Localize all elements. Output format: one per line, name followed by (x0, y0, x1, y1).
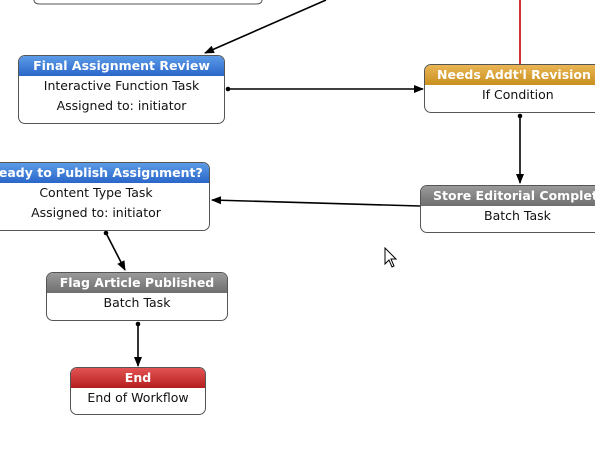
edge-dot (517, 113, 523, 119)
node-task-type: Batch Task (103, 295, 171, 310)
node-title: Store Editorial Complete (421, 186, 595, 206)
edge-store-editorial-to-ready-publish (211, 196, 421, 207)
node-end[interactable]: End End of Workflow (70, 367, 206, 415)
node-assignee: Assigned to: initiator (56, 98, 187, 113)
edge-dot (103, 230, 109, 236)
node-ready-to-publish[interactable]: Ready to Publish Assignment? Content Typ… (0, 162, 210, 231)
node-store-editorial-complete[interactable]: Store Editorial Complete Batch Task (420, 185, 595, 233)
node-task-type: Batch Task (484, 208, 551, 223)
node-task-type: Content Type Task (39, 185, 153, 200)
node-title: End (71, 368, 205, 388)
node-final-assignment-review[interactable]: Final Assignment Review Interactive Func… (18, 55, 225, 124)
node-task-type: End of Workflow (87, 390, 189, 405)
node-task-type: Interactive Function Task (43, 78, 200, 93)
node-title: Needs Addt'l Revision (425, 65, 595, 85)
edge-top-to-final-review (204, 0, 327, 54)
node-title: Final Assignment Review (19, 56, 224, 76)
mouse-pointer-icon (384, 247, 398, 268)
edge-dot (135, 321, 141, 327)
edge-ready-publish-to-flag-published (105, 232, 126, 271)
node-assignee: Assigned to: initiator (31, 205, 161, 220)
node-needs-revision[interactable]: Needs Addt'l Revision If Condition (424, 64, 595, 113)
node-title: Flag Article Published (47, 273, 227, 293)
node-title: Ready to Publish Assignment? (0, 163, 209, 183)
partial-node-top (33, 0, 263, 5)
node-flag-article-published[interactable]: Flag Article Published Batch Task (46, 272, 228, 321)
edge-dot (225, 86, 231, 92)
node-task-type: If Condition (482, 87, 554, 102)
